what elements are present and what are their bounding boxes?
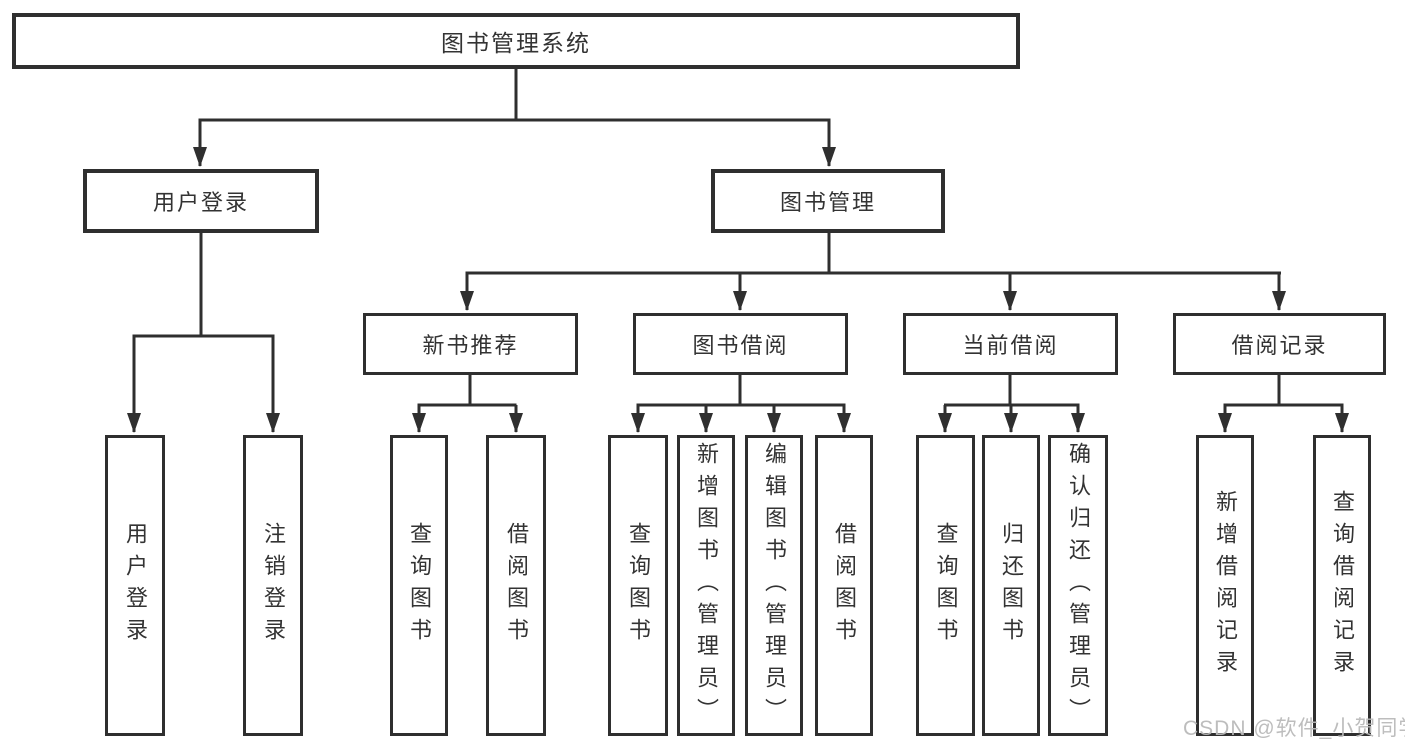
leaf-query-books-3: 查询图书 xyxy=(916,435,975,736)
node-book-management: 图书管理 xyxy=(711,169,945,233)
leaf-logout-label: 注销登录 xyxy=(261,521,286,650)
node-borrow-records-label: 借阅记录 xyxy=(1231,333,1328,358)
node-user-login-label: 用户登录 xyxy=(152,190,249,215)
leaf-query-borrow-record-label: 查询借阅记录 xyxy=(1330,489,1355,682)
leaf-confirm-return-admin-label: 确认归还（管理员） xyxy=(1066,441,1091,730)
leaf-return-books: 归还图书 xyxy=(982,435,1040,736)
node-book-management-label: 图书管理 xyxy=(779,190,876,215)
node-current-borrow: 当前借阅 xyxy=(903,313,1118,375)
leaf-borrow-books-2: 借阅图书 xyxy=(815,435,873,736)
node-current-borrow-label: 当前借阅 xyxy=(962,333,1059,358)
node-borrow-records: 借阅记录 xyxy=(1173,313,1386,375)
leaf-query-books-2-label: 查询图书 xyxy=(626,521,651,650)
leaf-add-borrow-record: 新增借阅记录 xyxy=(1196,435,1254,736)
leaf-add-borrow-record-label: 新增借阅记录 xyxy=(1213,489,1238,682)
leaf-user-login-label: 用户登录 xyxy=(123,521,148,650)
leaf-query-borrow-record: 查询借阅记录 xyxy=(1313,435,1371,736)
leaf-edit-books-admin: 编辑图书（管理员） xyxy=(745,435,803,736)
leaf-query-books-3-label: 查询图书 xyxy=(933,521,959,650)
node-user-login: 用户登录 xyxy=(83,169,319,233)
node-root-label: 图书管理系统 xyxy=(441,30,591,56)
leaf-add-books-admin-label: 新增图书（管理员） xyxy=(694,441,719,730)
node-root-library-system: 图书管理系统 xyxy=(12,13,1020,69)
leaf-logout: 注销登录 xyxy=(243,435,303,736)
node-new-book-recommend-label: 新书推荐 xyxy=(422,333,519,358)
leaf-edit-books-admin-label: 编辑图书（管理员） xyxy=(762,441,787,730)
leaf-query-books-1: 查询图书 xyxy=(390,435,448,736)
leaf-query-books-2: 查询图书 xyxy=(608,435,668,736)
leaf-borrow-books-2-label: 借阅图书 xyxy=(832,521,857,650)
leaf-confirm-return-admin: 确认归还（管理员） xyxy=(1048,435,1108,736)
leaf-add-books-admin: 新增图书（管理员） xyxy=(677,435,735,736)
leaf-query-books-1-label: 查询图书 xyxy=(407,521,432,650)
leaf-user-login: 用户登录 xyxy=(105,435,165,736)
node-book-borrow-label: 图书借阅 xyxy=(692,333,789,358)
node-new-book-recommend: 新书推荐 xyxy=(363,313,578,375)
node-book-borrow: 图书借阅 xyxy=(633,313,848,375)
leaf-borrow-books-1: 借阅图书 xyxy=(486,435,546,736)
leaf-return-books-label: 归还图书 xyxy=(999,521,1024,650)
leaf-borrow-books-1-label: 借阅图书 xyxy=(504,521,529,650)
csdn-watermark: CSDN @软件_小贺同学 xyxy=(1183,717,1405,740)
